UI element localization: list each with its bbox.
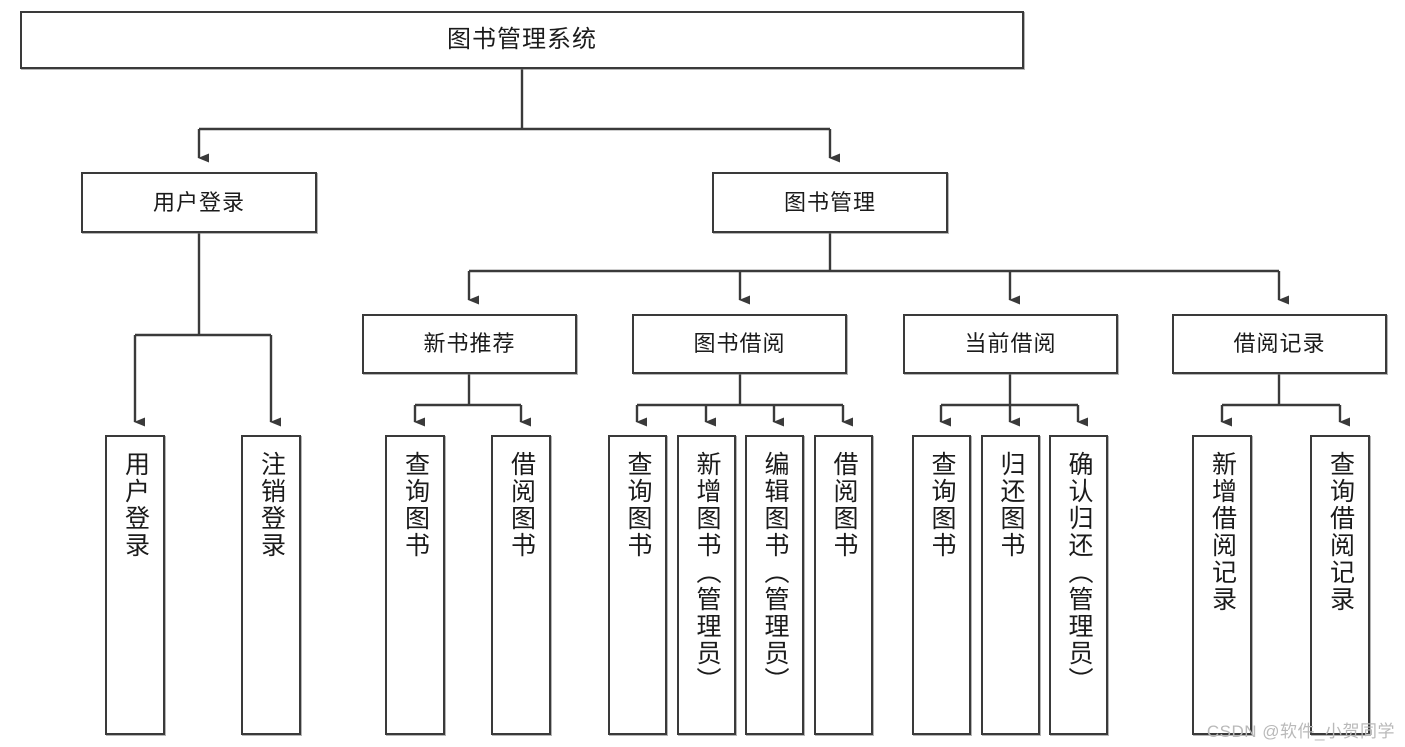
node-root-system[interactable]: 图书管理系统 [20, 11, 1024, 69]
node-new-book-recommend[interactable]: 新书推荐 [362, 314, 577, 374]
node-leaf-label: 确认归还（管理员） [1065, 451, 1093, 694]
node-book-borrow-label: 图书借阅 [693, 331, 786, 356]
node-leaf-newbook-query-book[interactable]: 查询图书 [385, 435, 445, 735]
node-leaf-label: 借阅图书 [830, 451, 858, 559]
node-leaf-label: 新增图书（管理员） [693, 451, 721, 694]
node-leaf-label: 注销登录 [257, 451, 286, 559]
node-current-borrow-label: 当前借阅 [964, 331, 1057, 356]
node-leaf-label: 查询图书 [401, 451, 430, 559]
node-borrow-record[interactable]: 借阅记录 [1172, 314, 1387, 374]
csdn-watermark: CSDN @软件_小贺同学 [1206, 722, 1395, 741]
node-leaf-label: 新增借阅记录 [1208, 451, 1237, 613]
node-book-manage-label: 图书管理 [783, 189, 876, 215]
node-user-login[interactable]: 用户登录 [81, 172, 317, 233]
node-leaf-label: 查询图书 [624, 451, 652, 559]
node-borrow-record-label: 借阅记录 [1233, 331, 1326, 356]
node-book-borrow[interactable]: 图书借阅 [632, 314, 847, 374]
node-book-manage[interactable]: 图书管理 [712, 172, 948, 233]
node-leaf-label: 归还图书 [997, 451, 1025, 559]
node-leaf-currentborrow-query-book[interactable]: 查询图书 [912, 435, 971, 735]
node-leaf-user-login-signin[interactable]: 用户登录 [105, 435, 165, 735]
node-leaf-newbook-borrow-book[interactable]: 借阅图书 [491, 435, 551, 735]
node-leaf-label: 用户登录 [121, 451, 150, 559]
node-leaf-currentborrow-return-book[interactable]: 归还图书 [981, 435, 1040, 735]
node-user-login-label: 用户登录 [152, 189, 245, 215]
node-leaf-bookborrow-query-book[interactable]: 查询图书 [608, 435, 667, 735]
node-leaf-label: 查询图书 [928, 451, 956, 559]
node-root-label: 图书管理系统 [447, 26, 597, 53]
node-new-book-recommend-label: 新书推荐 [423, 331, 516, 356]
node-leaf-label: 编辑图书（管理员） [761, 451, 789, 694]
node-leaf-bookborrow-add-book[interactable]: 新增图书（管理员） [677, 435, 736, 735]
node-leaf-currentborrow-confirm-return[interactable]: 确认归还（管理员） [1049, 435, 1108, 735]
node-leaf-borrowrecord-query-record[interactable]: 查询借阅记录 [1310, 435, 1370, 735]
node-leaf-bookborrow-edit-book[interactable]: 编辑图书（管理员） [745, 435, 804, 735]
node-leaf-label: 查询借阅记录 [1326, 451, 1355, 613]
node-leaf-borrowrecord-add-record[interactable]: 新增借阅记录 [1192, 435, 1252, 735]
node-leaf-user-login-signout[interactable]: 注销登录 [241, 435, 301, 735]
node-leaf-bookborrow-borrow-book[interactable]: 借阅图书 [814, 435, 873, 735]
node-current-borrow[interactable]: 当前借阅 [903, 314, 1118, 374]
node-leaf-label: 借阅图书 [507, 451, 536, 559]
